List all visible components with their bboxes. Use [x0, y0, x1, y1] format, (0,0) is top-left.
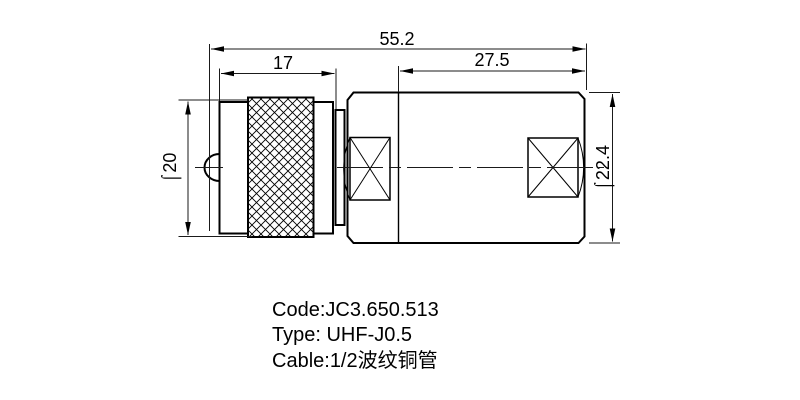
dimension-overall-length: 55.2	[209, 29, 587, 231]
dimension-right-diameter: ⌠22.4	[589, 92, 620, 244]
coupling-nut-front-flange	[218, 101, 249, 235]
dim-label-right-diameter: ⌠22.4	[593, 145, 615, 191]
note-type: Type: UHF-J0.5	[272, 324, 412, 346]
dimension-body-length: 27.5	[398, 50, 585, 92]
connector-geometry	[195, 91, 604, 244]
nut-rear-section	[312, 101, 334, 235]
left-crimp-marker	[343, 136, 391, 201]
dim-label-left-diameter: ⌠20	[160, 153, 182, 184]
dim-label-nut-length: 17	[273, 53, 293, 73]
knurl-grip-section	[247, 96, 315, 238]
dimension-nut-length: 17	[219, 53, 337, 109]
dim-label-body-length: 27.5	[474, 50, 509, 70]
drawing-notes: Code:JC3.650.513 Type: UHF-J0.5 Cable:1/…	[272, 299, 439, 372]
note-cable: Cable:1/2波纹铜管	[272, 349, 438, 372]
note-code: Code:JC3.650.513	[272, 299, 439, 321]
dim-label-overall-length: 55.2	[379, 29, 414, 49]
dimension-left-diameter: ⌠20	[160, 99, 252, 237]
